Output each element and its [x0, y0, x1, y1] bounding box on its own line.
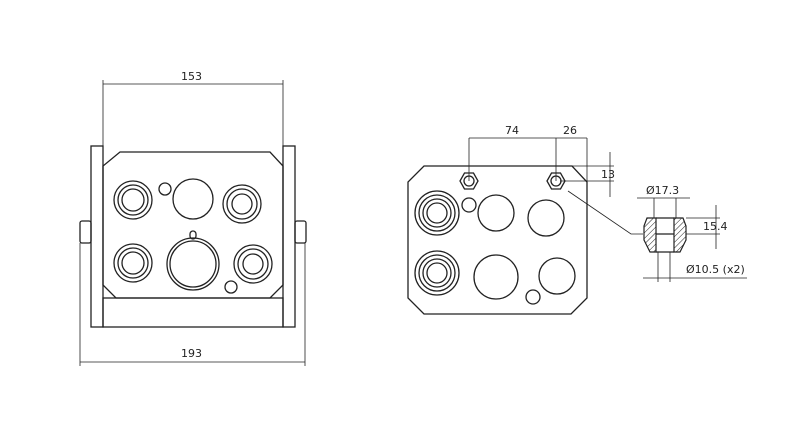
blank-hole: [473, 254, 519, 300]
right-pin: [294, 220, 307, 244]
blank-hole: [172, 178, 214, 220]
front-view: 153 193: [79, 70, 307, 366]
right-bracket: [282, 145, 296, 328]
base-band: [102, 297, 284, 328]
detail-leader: [567, 190, 643, 235]
blank-hole: [477, 194, 515, 232]
dimension-label: 13: [601, 168, 615, 181]
dimension-bore-diameter: Ø10.5 (x2): [643, 252, 747, 282]
dimension-label: 193: [181, 347, 202, 360]
connector-top-right: [222, 184, 262, 224]
mounting-plate: [407, 165, 588, 315]
left-bracket: [90, 145, 104, 328]
dimension-153: 153: [102, 70, 284, 146]
side-view: 74 26 13: [407, 124, 643, 315]
connector-bottom-left: [113, 243, 153, 283]
dimension-74-26: 74 26: [468, 124, 588, 232]
nut-section-detail: Ø17.3 15.4 Ø10.5 (x2): [637, 184, 747, 282]
screw-hole: [461, 197, 477, 213]
screw-hole: [525, 289, 541, 305]
connector-upper: [414, 190, 460, 236]
hex-nut-right: [546, 172, 566, 190]
connector-lower: [414, 250, 460, 296]
dimension-label: Ø17.3: [646, 184, 679, 197]
blank-hole: [538, 257, 576, 295]
dimension-depth: 15.4: [686, 205, 728, 249]
keyed-hole: [166, 230, 220, 291]
dimension-label: Ø10.5 (x2): [686, 263, 745, 276]
dimension-193: 193: [79, 243, 306, 366]
dimension-label: 74: [505, 124, 519, 137]
connector-top-left: [113, 180, 153, 220]
screw-hole: [224, 280, 238, 294]
left-pin: [79, 220, 92, 244]
dimension-label: 153: [181, 70, 202, 83]
dimension-outer-diameter: Ø17.3: [637, 184, 690, 218]
housing-plate: [102, 151, 284, 299]
dimension-13: 13: [560, 152, 615, 197]
hex-nut-left: [459, 172, 479, 190]
dimension-label: 26: [563, 124, 577, 137]
connector-bottom-right: [233, 244, 273, 284]
screw-hole: [158, 182, 172, 196]
blank-hole: [527, 199, 565, 237]
dimension-label: 15.4: [703, 220, 728, 233]
